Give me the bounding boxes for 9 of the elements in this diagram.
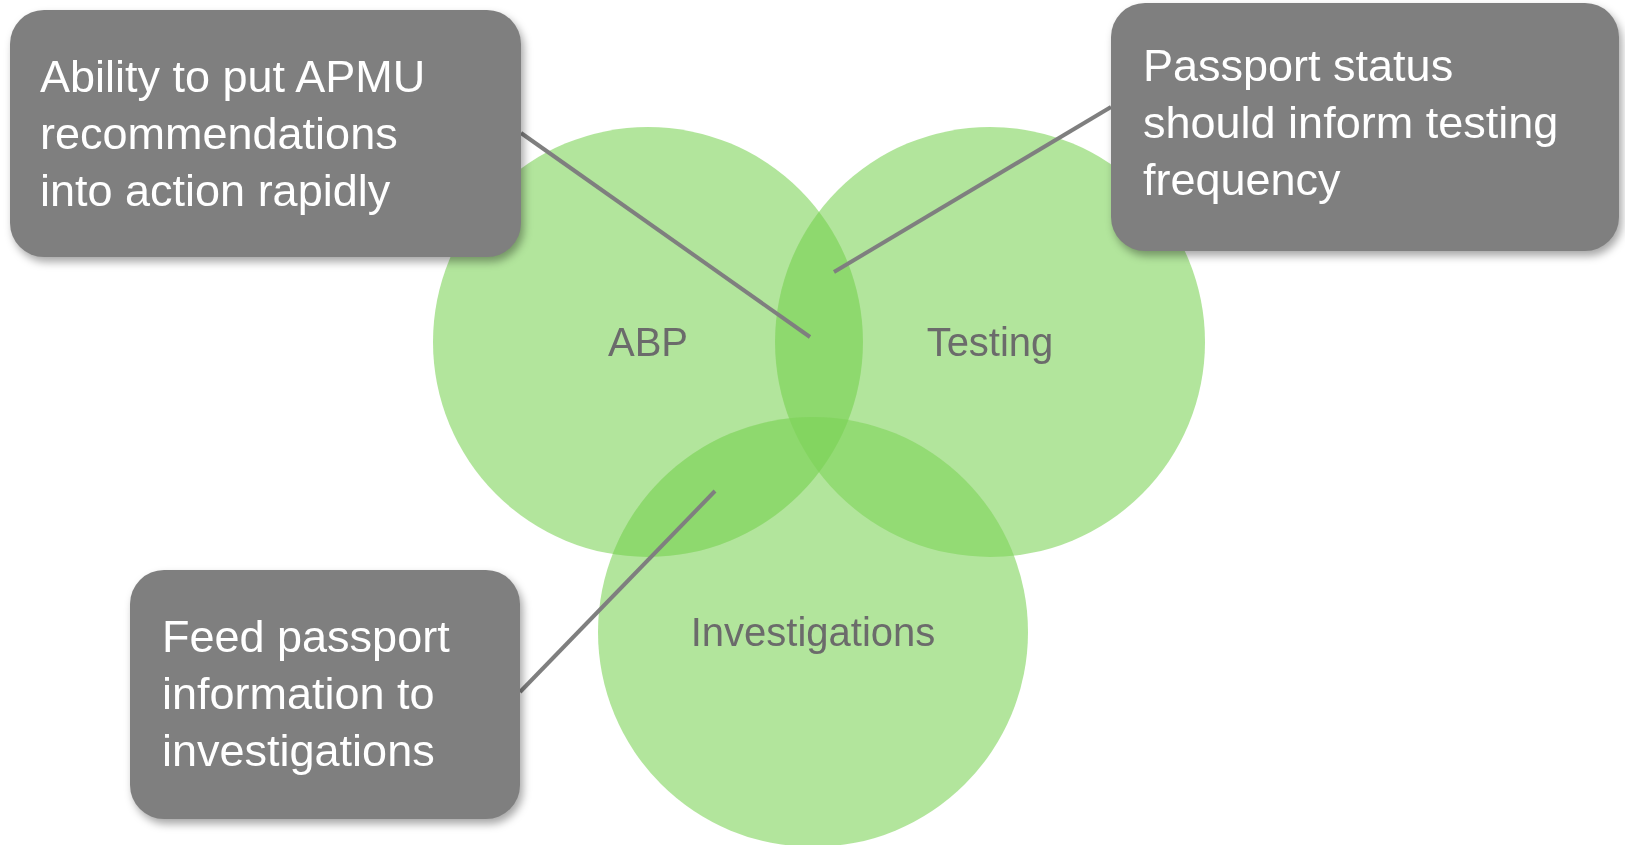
leader-line xyxy=(832,105,1113,274)
leader-line xyxy=(519,131,812,339)
circle-label: ABP xyxy=(606,319,689,365)
circle-label: Testing xyxy=(925,319,1055,365)
circle-label: Investigations xyxy=(689,609,937,655)
callout-box: Passport status should inform testing frequency xyxy=(1111,3,1619,251)
callout-box: Feed passport information to investigations xyxy=(130,570,520,819)
callout-box: Ability to put APMU recommendations into action rapidly xyxy=(10,10,521,257)
leader-line xyxy=(518,489,717,694)
